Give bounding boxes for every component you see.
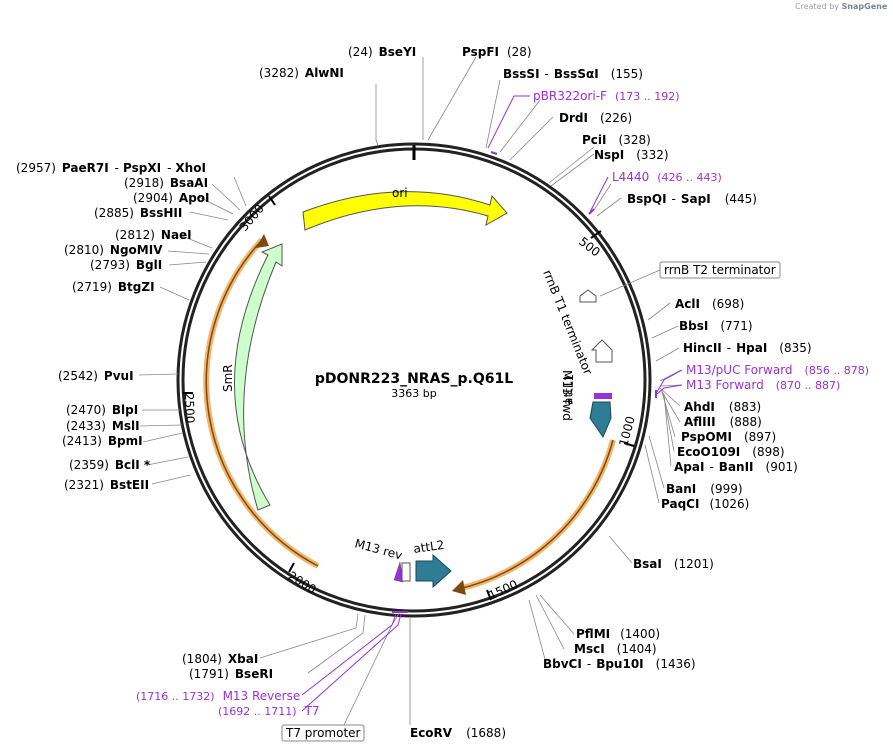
m13-fwd-label: M13 fwd — [560, 370, 574, 421]
primer-leaders — [301, 95, 683, 712]
site-label-msli: (2433)MslI — [66, 419, 140, 433]
primer-labels: pBR322ori-F(173 .. 192) L4440(426 .. 443… — [136, 89, 869, 718]
site-label-ecoo109i: EcoO109I(898) — [677, 445, 785, 459]
site-label-acli: AclI(698) — [675, 297, 744, 311]
rrnb-t1-feature: rrnB T1 terminator — [540, 268, 613, 377]
site-label-ahdi: AhdI(883) — [684, 400, 761, 414]
ori-label: ori — [392, 186, 408, 200]
plasmid-name: pDONR223_NRAS_p.Q61L — [315, 371, 513, 387]
rrnb-t2-label: rrnB T2 terminator — [664, 263, 776, 277]
site-label-afliii: AflIII(888) — [684, 415, 762, 429]
smr-label: SmR — [221, 364, 235, 392]
primer-label-pbr322ori-f: pBR322ori-F(173 .. 192) — [533, 89, 680, 103]
site-label-bani: BanI(999) — [666, 482, 743, 496]
t7-promoter-label: T7 promoter — [285, 726, 361, 740]
site-label-pflmi: PflMI(1400) — [576, 627, 660, 641]
sites-right: (24)BseYI PspFI(28) BssSI-BssSαI(155) Dr… — [348, 45, 812, 740]
attl1-feature: M13 fwd attL1 — [560, 370, 612, 439]
primer-label-m13-puc-forward: M13/pUC Forward(856 .. 878) — [686, 363, 869, 377]
boxed-labels: rrnB T2 terminator T7 promoter — [281, 261, 781, 742]
plasmid-length: 3363 bp — [391, 387, 436, 400]
site-label-bsaai: (2918)BsaAI — [124, 176, 208, 190]
site-label-btgzi: (2719)BtgZI — [72, 280, 155, 294]
site-label-xbai: (1804)XbaI — [182, 652, 258, 666]
site-label-pvui: (2542)PvuI — [58, 369, 134, 383]
site-label-bspqi: BspQI-SapI(445) — [627, 192, 757, 206]
tick-label-2500: 2500 — [182, 393, 197, 424]
site-label-bsai: BsaI(1201) — [633, 557, 714, 571]
site-label-bseyi: (24)BseYI — [348, 45, 416, 59]
site-label-blpi: (2470)BlpI — [66, 403, 138, 417]
m13-rev-label: M13 rev — [353, 536, 404, 562]
site-label-paqci: PaqCI(1026) — [661, 497, 749, 511]
site-label-bsssi: BssSI-BssSαI(155) — [503, 67, 643, 81]
site-label-nspi: NspI(332) — [594, 148, 669, 162]
center-title: pDONR223_NRAS_p.Q61L 3363 bp — [315, 371, 513, 400]
snapgene-branding: Created by SnapGene — [795, 2, 887, 11]
primer-label-t7: (1692 .. 1711)T7 — [218, 704, 320, 718]
tick-label-1000: 1000 — [616, 415, 637, 448]
site-label-apai: ApaI-BanII(901) — [674, 460, 798, 474]
site-label-bpmi: (2413)BpmI — [62, 434, 143, 448]
ruler-ticks — [183, 195, 635, 601]
primer-label-m13-forward: M13 Forward(870 .. 887) — [686, 378, 840, 392]
tick-label-500: 500 — [576, 234, 603, 259]
tick-label-2000: 2000 — [285, 569, 318, 597]
site-label-bseri: (1791)BseRI — [189, 667, 273, 681]
site-label-pspfi: PspFI(28) — [462, 45, 532, 59]
backbone — [176, 142, 652, 618]
created-by-text: Created by — [795, 2, 840, 11]
snapgene-logo: SnapGene — [841, 2, 888, 11]
site-label-apoi: (2904)ApoI — [133, 191, 210, 205]
site-label-ngomiv: (2810)NgoMIV — [64, 243, 163, 257]
primer-marks — [392, 151, 657, 613]
smr-feature: SmR — [221, 243, 283, 511]
site-label-bsshii: (2885)BssHII — [94, 206, 182, 220]
attl2-feature: M13 rev attL2 — [353, 536, 452, 589]
ori-feature: ori — [302, 186, 508, 231]
site-label-pcii: PciI(328) — [582, 133, 651, 147]
site-label-naei: (2812)NaeI — [115, 228, 192, 242]
primer-label-l4440: L4440(426 .. 443) — [612, 170, 722, 184]
attl2-label: attL2 — [412, 538, 445, 556]
site-label-pspomi: PspOMI(897) — [681, 430, 776, 444]
site-label-bgli: (2793)BglI — [90, 258, 162, 272]
site-label-hincii: HincII-HpaI(835) — [683, 341, 812, 355]
attl1-label: attL1 — [561, 374, 576, 406]
site-label-bbvci: BbvCI-Bpu10I(1436) — [543, 657, 696, 671]
site-label-bbsi: BbsI(771) — [679, 319, 753, 333]
site-label-paer7i: (2957)PaeR7I-PspXI-XhoI — [16, 161, 206, 175]
orf-arcs — [203, 234, 616, 595]
site-label-ecorv: EcoRV(1688) — [410, 726, 506, 740]
sites-left: (3282)AlwNI (2957)PaeR7I-PspXI-XhoI (291… — [16, 66, 344, 681]
site-label-drdi: DrdI(226) — [559, 111, 632, 125]
leader-lines — [138, 56, 682, 730]
primer-label-m13-reverse: (1716 .. 1732)M13 Reverse — [136, 689, 300, 703]
site-label-bsteii: (2321)BstEII — [64, 478, 149, 492]
site-label-alwni: (3282)AlwNI — [259, 66, 344, 80]
site-label-msci: MscI(1404) — [574, 642, 657, 656]
site-label-bcli-: (2359)BclI * — [69, 458, 151, 472]
rrnb-t1-label: rrnB T1 terminator — [540, 268, 595, 377]
